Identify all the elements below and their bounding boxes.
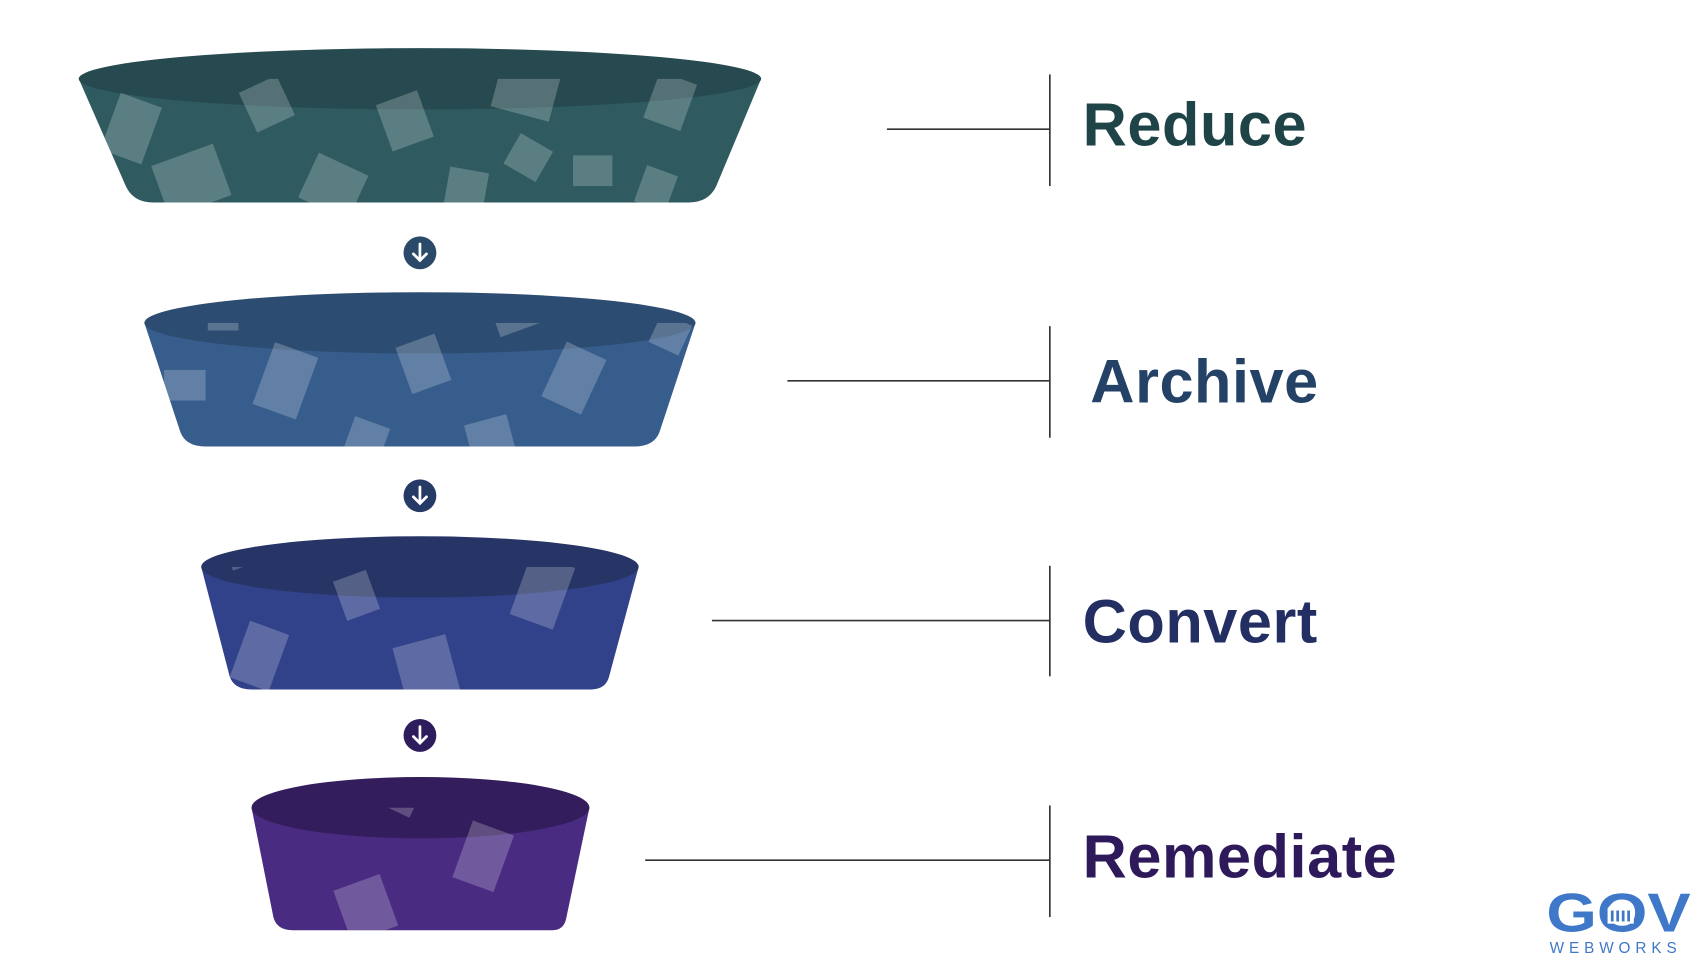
stage-label-convert: Convert — [1083, 587, 1318, 655]
document-icons — [100, 78, 698, 203]
connector-convert — [711, 565, 1051, 677]
logo-subtitle: WEBWORKS — [1550, 940, 1682, 957]
govwebworks-logo: GOV WEBWORKS — [1546, 881, 1691, 957]
arrow-3 — [403, 719, 437, 752]
connector-reduce — [886, 74, 1051, 187]
arrow-1 — [403, 236, 437, 270]
stage-label-reduce: Reduce — [1083, 91, 1307, 159]
stage-label-archive: Archive — [1090, 348, 1318, 416]
document-icons — [223, 566, 576, 690]
document-icons — [333, 807, 515, 931]
funnel-stage-reduce — [78, 48, 762, 203]
funnel-stage-archive — [144, 292, 696, 447]
arrow-2 — [403, 479, 437, 513]
arrow-down-icon — [412, 242, 428, 263]
stage-label-remediate: Remediate — [1083, 823, 1398, 891]
connector-archive — [787, 326, 1051, 438]
funnel-stage-convert — [201, 536, 639, 690]
funnel-stage-remediate — [251, 777, 590, 931]
capitol-icon — [1607, 899, 1634, 924]
connector-remediate — [645, 805, 1051, 918]
document-icons — [164, 322, 693, 447]
arrow-down-icon — [412, 485, 428, 506]
arrow-down-icon — [412, 725, 428, 746]
